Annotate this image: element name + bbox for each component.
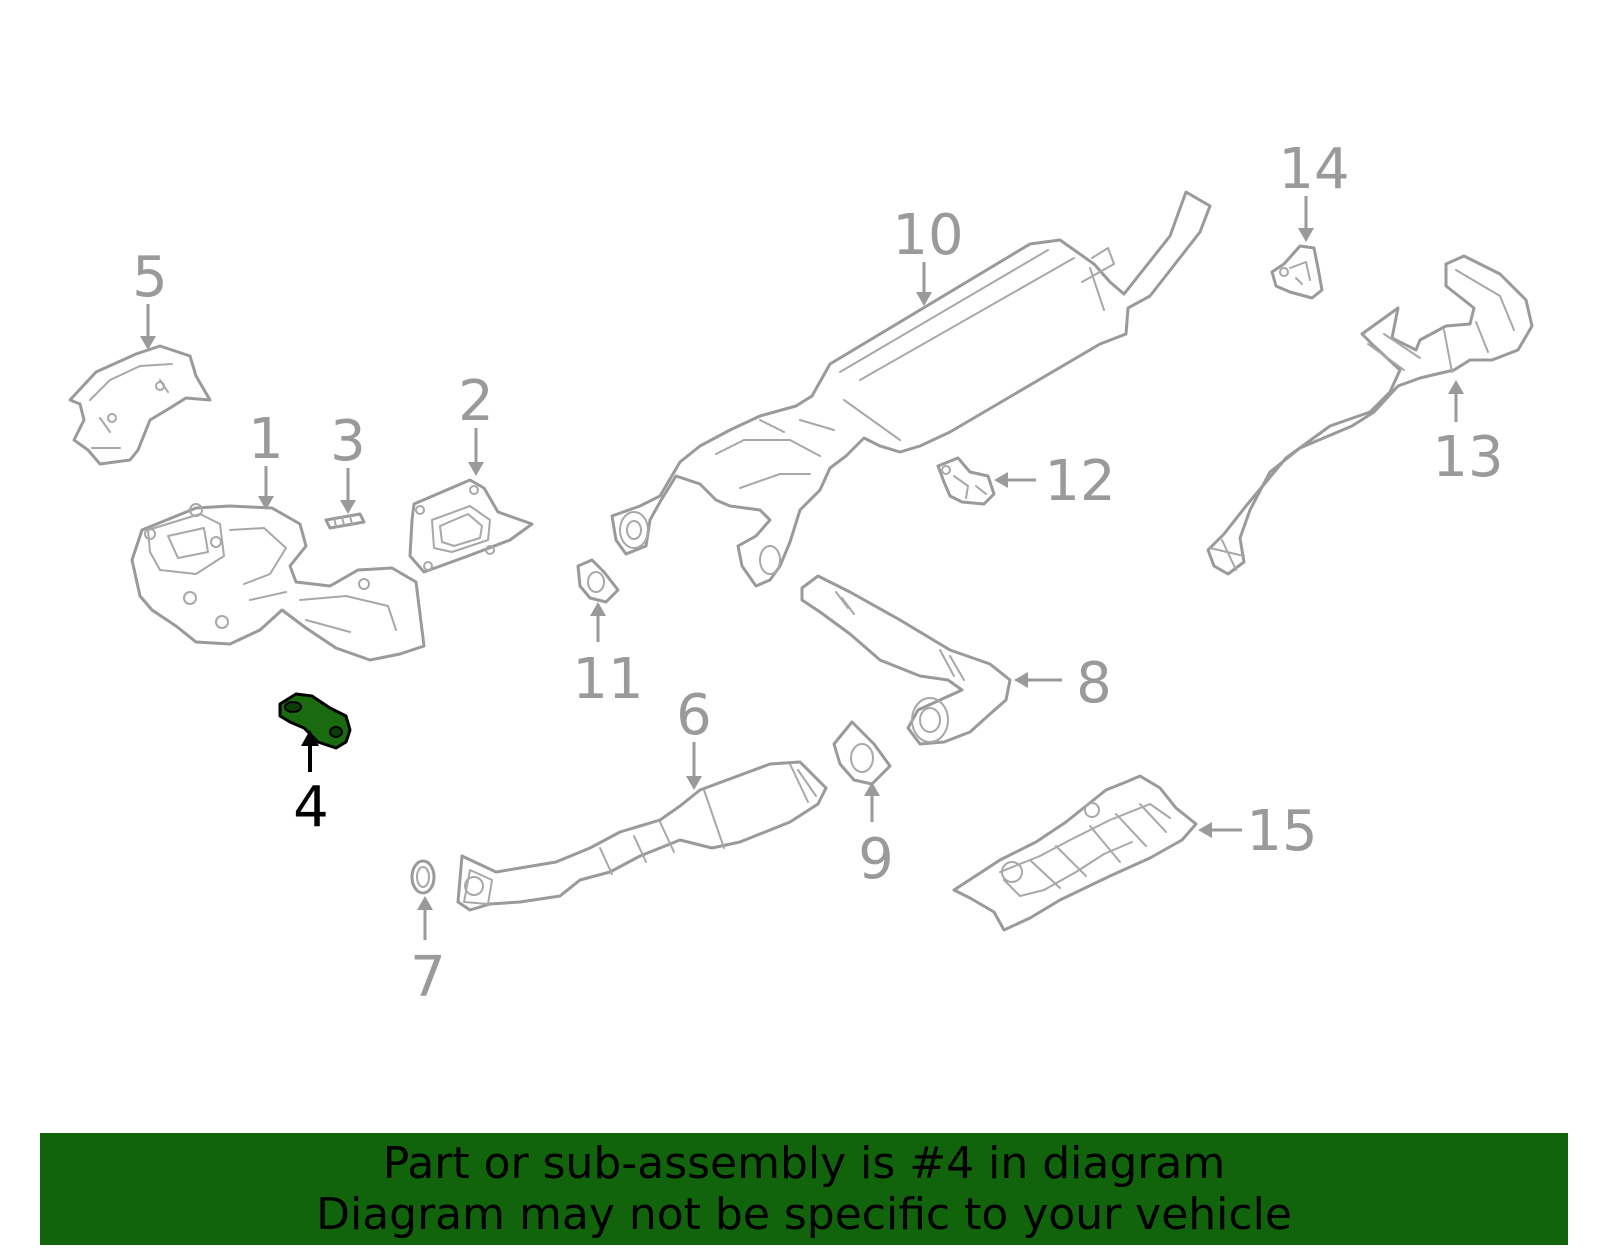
callout-10: 10 [892,203,964,306]
part-2-gasket[interactable] [408,478,534,574]
callout-12: 12 [994,449,1116,514]
banner-disclaimer: Diagram may not be specific to your vehi… [316,1189,1292,1240]
svg-text:14: 14 [1278,137,1349,202]
svg-text:8: 8 [1076,651,1112,716]
callout-4: 4 [293,730,329,840]
part-14-hanger[interactable] [1270,244,1324,300]
svg-text:7: 7 [410,945,446,1010]
svg-text:10: 10 [892,203,963,268]
part-7-ring-gasket[interactable] [410,859,436,895]
svg-text:9: 9 [858,827,894,892]
callout-15: 15 [1198,799,1318,864]
banner-part-note: Part or sub-assembly is #4 in diagram [382,1138,1226,1189]
svg-text:12: 12 [1044,449,1115,514]
callout-1: 1 [248,407,284,510]
part-3-stud[interactable] [324,512,366,530]
svg-text:15: 15 [1246,799,1317,864]
part-13-tailpipe[interactable] [1206,254,1534,576]
part-5-heat-shield[interactable] [68,344,212,466]
part-4-bracket[interactable] [278,692,352,750]
svg-text:1: 1 [248,407,284,472]
part-8-intermediate-pipe[interactable] [800,574,1012,746]
part-9-gasket[interactable] [832,720,892,786]
callout-9: 9 [858,782,894,892]
svg-text:6: 6 [676,683,712,748]
svg-text:5: 5 [132,245,168,310]
callout-7: 7 [410,896,446,1010]
callout-14: 14 [1278,137,1350,242]
callout-13: 13 [1432,380,1504,490]
part-12-hanger[interactable] [936,456,996,506]
part-6-front-pipe[interactable] [456,760,828,912]
callout-6: 6 [676,683,712,790]
svg-text:11: 11 [572,647,643,712]
part-11-gasket[interactable] [576,558,620,604]
callout-8: 8 [1014,651,1112,716]
svg-text:4: 4 [293,775,329,840]
info-banner: Part or sub-assembly is #4 in diagram Di… [40,1133,1568,1245]
part-1-exhaust-manifold[interactable] [130,503,426,662]
part-15-heat-shield[interactable] [952,774,1198,932]
callout-2: 2 [458,369,494,476]
callout-3: 3 [330,409,366,514]
svg-text:3: 3 [330,409,366,474]
svg-text:13: 13 [1432,425,1503,490]
part-10-muffler[interactable] [610,190,1212,588]
callout-11: 11 [572,602,644,712]
svg-text:2: 2 [458,369,494,434]
callout-5: 5 [132,245,168,350]
